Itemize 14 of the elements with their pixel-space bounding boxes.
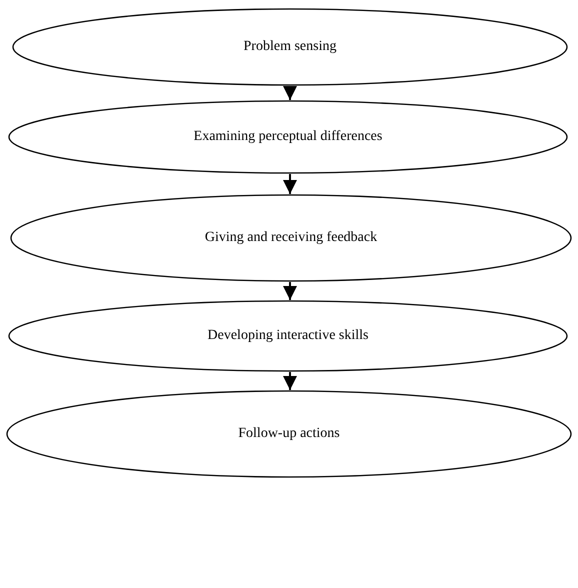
arrow [283, 282, 297, 300]
process-ellipse [8, 100, 568, 174]
process-ellipse [8, 300, 568, 372]
process-ellipse [6, 390, 572, 478]
process-ellipse [12, 8, 568, 86]
step-label: Developing interactive skills [208, 327, 368, 345]
arrow [283, 86, 297, 100]
step-label: Examining perceptual differences [194, 128, 382, 146]
process-ellipse [10, 194, 572, 282]
step-label: Problem sensing [244, 38, 336, 56]
step-label: Giving and receiving feedback [204, 229, 378, 247]
arrow [283, 174, 297, 194]
arrow [283, 372, 297, 390]
step-label: Follow-up actions [238, 425, 340, 443]
